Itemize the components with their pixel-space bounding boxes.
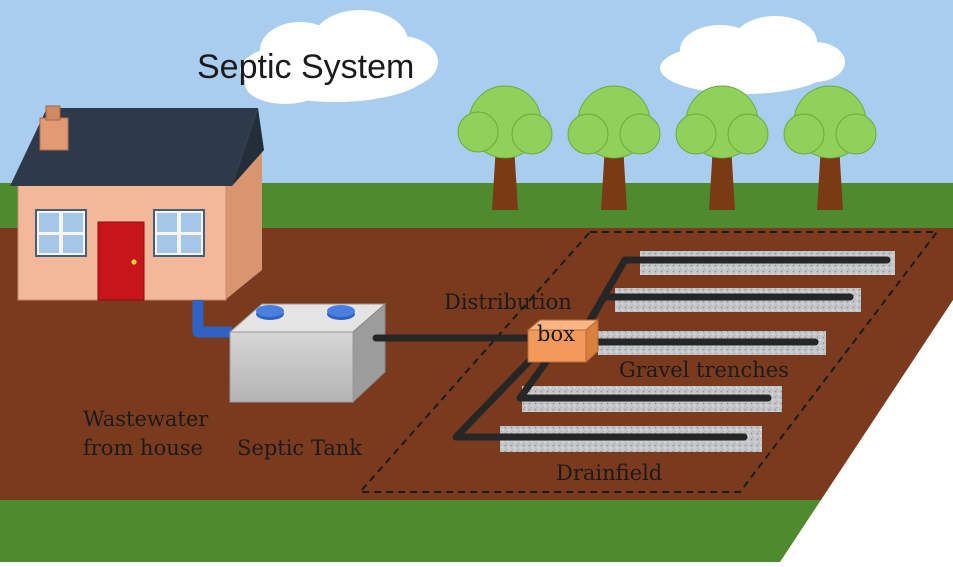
label-wastewater-2: from house	[83, 436, 203, 460]
tree	[783, 85, 877, 210]
house-drain-pipe	[192, 300, 232, 338]
label-distribution-box-2: box	[537, 322, 575, 346]
road	[780, 300, 953, 562]
door	[97, 221, 145, 301]
label-drainfield: Drainfield	[556, 461, 662, 485]
lateral-pipe	[516, 358, 772, 402]
grass-foreground	[0, 500, 953, 562]
trees	[457, 85, 877, 210]
tree	[675, 85, 769, 210]
chimney	[39, 117, 69, 151]
cloud-right	[660, 16, 845, 94]
cloud-left	[240, 10, 438, 104]
house-side-wall	[225, 148, 262, 300]
label-gravel-trenches: Gravel trenches	[619, 358, 789, 382]
lateral-pipe	[452, 348, 748, 441]
window-right	[153, 209, 205, 257]
drainfield-boundary	[357, 231, 940, 493]
diagram-title: Septic System	[197, 48, 414, 86]
window-left	[35, 209, 87, 257]
distribution-box	[526, 318, 600, 364]
door-knob	[131, 259, 137, 265]
label-septic-tank: Septic Tank	[237, 436, 362, 460]
house-roof	[10, 108, 258, 186]
house	[10, 105, 264, 301]
tree	[457, 85, 553, 210]
label-distribution-box: Distribution	[444, 290, 572, 314]
drain-pipes	[372, 256, 891, 441]
label-wastewater: Wastewater	[83, 407, 209, 431]
tree	[567, 85, 661, 210]
septic-tank	[228, 302, 387, 404]
